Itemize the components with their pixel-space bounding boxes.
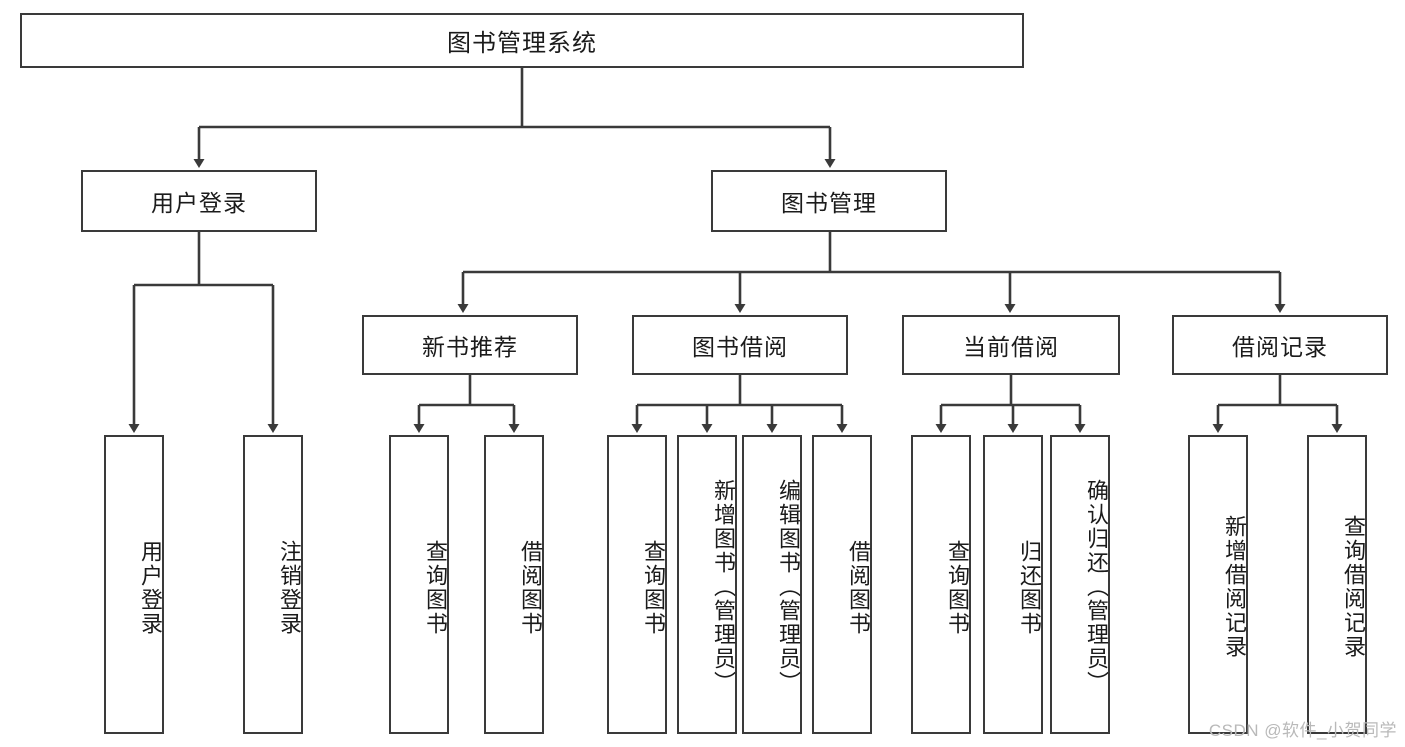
node-leaf-9-label: 归还图书 [1017,539,1042,636]
node-level1-1[interactable]: 图书管理 [711,170,947,232]
node-leaf-7[interactable]: 借阅图书 [812,435,872,734]
node-leaf-9[interactable]: 归还图书 [983,435,1043,734]
node-root-title[interactable]: 图书管理系统 [20,13,1024,68]
node-leaf-10[interactable]: 确认归还（管理员） [1050,435,1110,734]
node-level2-1-label: 图书借阅 [692,334,788,360]
csdn-watermark: CSDN @软件_小贺同学 [1208,721,1397,740]
node-leaf-3[interactable]: 借阅图书 [484,435,544,734]
node-leaf-5[interactable]: 新增图书（管理员） [677,435,737,734]
node-leaf-4-label: 查询图书 [641,539,666,636]
node-leaf-2[interactable]: 查询图书 [389,435,449,734]
node-root-title-label: 图书管理系统 [447,30,597,57]
node-level2-3[interactable]: 借阅记录 [1172,315,1388,375]
node-leaf-0[interactable]: 用户登录 [104,435,164,734]
node-leaf-3-label: 借阅图书 [518,539,543,636]
node-leaf-10-label: 确认归还（管理员） [1084,478,1109,695]
node-leaf-12[interactable]: 查询借阅记录 [1307,435,1367,734]
node-level2-0-label: 新书推荐 [422,334,518,360]
node-level2-1[interactable]: 图书借阅 [632,315,848,375]
node-leaf-2-label: 查询图书 [423,539,448,636]
node-leaf-11[interactable]: 新增借阅记录 [1188,435,1248,734]
node-leaf-8-label: 查询图书 [945,539,970,636]
node-level2-2[interactable]: 当前借阅 [902,315,1120,375]
node-leaf-1[interactable]: 注销登录 [243,435,303,734]
node-leaf-0-label: 用户登录 [138,539,163,636]
node-leaf-7-label: 借阅图书 [846,539,871,636]
node-leaf-6[interactable]: 编辑图书（管理员） [742,435,802,734]
node-leaf-1-label: 注销登录 [277,539,302,636]
node-leaf-6-label: 编辑图书（管理员） [776,478,801,695]
node-level1-0-label: 用户登录 [151,190,247,216]
node-leaf-8[interactable]: 查询图书 [911,435,971,734]
node-level2-2-label: 当前借阅 [963,334,1059,360]
node-level2-0[interactable]: 新书推荐 [362,315,578,375]
node-level1-0[interactable]: 用户登录 [81,170,317,232]
node-level1-1-label: 图书管理 [781,190,877,216]
node-leaf-12-label: 查询借阅记录 [1341,514,1366,659]
node-level2-3-label: 借阅记录 [1232,334,1328,360]
node-leaf-5-label: 新增图书（管理员） [711,478,736,695]
node-leaf-11-label: 新增借阅记录 [1222,514,1247,659]
node-leaf-4[interactable]: 查询图书 [607,435,667,734]
